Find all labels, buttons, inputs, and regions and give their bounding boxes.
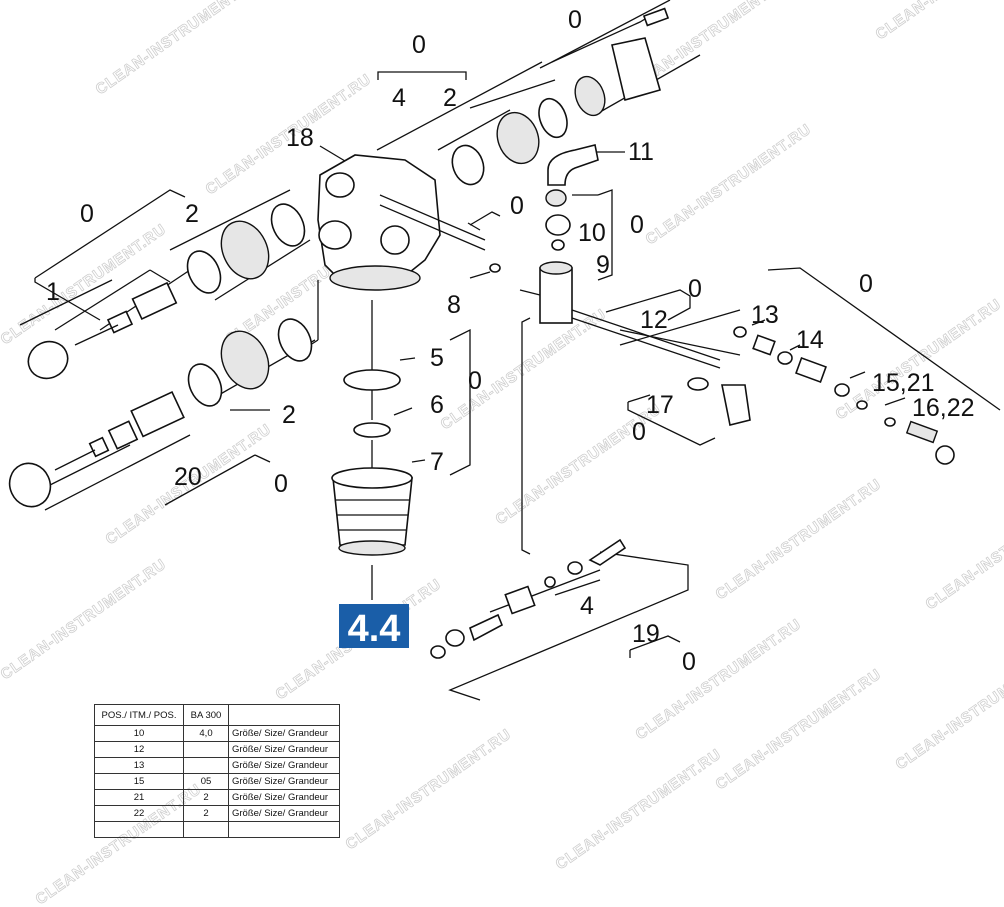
seal-stack-lower (187, 318, 313, 407)
callout-13: 13 (751, 301, 779, 329)
section-badge[interactable]: 4.4 (339, 604, 409, 650)
pump-housing-part (317, 154, 486, 291)
callout-10: 10 (578, 219, 606, 247)
watermark: CLEAN-INSTRUMENT.RU (0, 556, 170, 684)
section-badge-label: 4.4 (348, 608, 401, 650)
callout-20: 20 (174, 463, 202, 491)
callout-9: 9 (596, 251, 610, 279)
table-cell: Größe/ Size/ Grandeur (228, 725, 340, 742)
table-row: 10 4,0 Größe/ Size/ Grandeur (94, 725, 340, 742)
callout-6: 6 (430, 391, 444, 419)
table-cell: Größe/ Size/ Grandeur (228, 741, 340, 758)
table-cell: 21 (94, 789, 184, 806)
table-row: 12 Größe/ Size/ Grandeur (94, 741, 340, 758)
watermark: CLEAN-INSTRUMENT.RU (93, 0, 265, 98)
table-cell: 10 (94, 725, 184, 742)
callout-16-22: 16,22 (912, 394, 975, 422)
table-cell: Größe/ Size/ Grandeur (228, 789, 340, 806)
watermark: CLEAN-INSTRUMENT.RU (553, 746, 725, 874)
callout-4-bottom: 4 (580, 592, 594, 620)
callout-0-right-pipe: 0 (688, 275, 702, 303)
elbow-fitting-part (545, 144, 599, 251)
table-row: 13 Größe/ Size/ Grandeur (94, 757, 340, 774)
callout-5: 5 (430, 344, 444, 372)
table-row: 21 2 Größe/ Size/ Grandeur (94, 789, 340, 806)
table-cell (183, 821, 229, 838)
callout-1: 1 (46, 278, 60, 306)
table-cell: 15 (94, 773, 184, 790)
callout-0-mid2: 0 (468, 367, 482, 395)
callout-11: 11 (628, 138, 654, 166)
parts (8, 7, 955, 659)
o-ring-6-part (353, 422, 391, 438)
watermark: CLEAN-INSTRUMENT.RU (893, 646, 1004, 774)
t-fitting-part (489, 261, 721, 369)
table-header: BA 300 (183, 704, 229, 726)
table-cell: Größe/ Size/ Grandeur (228, 773, 340, 790)
table-row: 22 2 Größe/ Size/ Grandeur (94, 805, 340, 822)
piston-20-part (8, 390, 185, 508)
callout-0-mid: 0 (510, 192, 524, 220)
callout-0-ten: 0 (630, 211, 644, 239)
seal-ring-top (451, 97, 568, 186)
watermark: CLEAN-INSTRUMENT.RU (873, 0, 1004, 43)
callout-7: 7 (430, 448, 444, 476)
callout-19: 19 (632, 620, 660, 648)
table-cell: 12 (94, 741, 184, 758)
callout-8: 8 (447, 291, 461, 319)
callout-18: 18 (286, 124, 314, 152)
table-header: POS./ ITM./ POS. (94, 704, 184, 726)
watermark: CLEAN-INSTRUMENT.RU (713, 476, 885, 604)
table-cell (94, 821, 184, 838)
table-cell: 2 (183, 805, 229, 822)
callout-0-seventeen: 0 (632, 418, 646, 446)
table-cell: 13 (94, 757, 184, 774)
callout-0-top-right: 0 (568, 6, 582, 34)
filter-7-part (331, 467, 413, 556)
table-row: 15 05 Größe/ Size/ Grandeur (94, 773, 340, 790)
parts-size-table: POS./ ITM./ POS. BA 300 10 4,0 Größe/ Si… (94, 704, 340, 838)
callout-4-top: 4 (392, 84, 406, 112)
callout-17: 17 (646, 391, 674, 419)
watermark: CLEAN-INSTRUMENT.RU (713, 666, 885, 794)
table-row (94, 821, 340, 838)
watermark: CLEAN-INSTRUMENT.RU (343, 726, 515, 854)
table-header (228, 704, 340, 726)
watermark: CLEAN-INSTRUMENT.RU (643, 121, 815, 249)
fitting-parts-right (733, 326, 955, 465)
callout-0-bottom: 0 (682, 648, 696, 676)
table-cell: Größe/ Size/ Grandeur (228, 757, 340, 774)
table-cell (228, 821, 340, 838)
watermark: CLEAN-INSTRUMENT.RU (923, 486, 1004, 614)
callout-15-21: 15,21 (872, 369, 935, 397)
callout-labels: 0 0 4 2 18 11 0 2 0 10 0 1 9 8 0 12 0 13… (46, 6, 975, 676)
o-ring-5-part (343, 369, 401, 391)
bracket-17-part (687, 377, 751, 426)
table-cell (183, 741, 229, 758)
watermark: CLEAN-INSTRUMENT.RU (438, 306, 610, 434)
callout-12: 12 (640, 306, 668, 334)
table-header-row: POS./ ITM./ POS. BA 300 (94, 704, 340, 726)
callout-2-bottom: 2 (282, 401, 296, 429)
leader-lines (19, 0, 1001, 701)
table-cell: 4,0 (183, 725, 229, 742)
callout-2-left: 2 (185, 200, 199, 228)
callout-14: 14 (796, 326, 824, 354)
callout-0-top: 0 (412, 31, 426, 59)
seal-stack-upper (186, 203, 306, 294)
cover-plate-part (574, 7, 670, 117)
callout-2-top: 2 (443, 84, 457, 112)
callout-0-bottom-left: 0 (274, 470, 288, 498)
table-cell (183, 757, 229, 774)
callout-0-far-right: 0 (859, 270, 873, 298)
callout-0-left: 0 (80, 200, 94, 228)
table-cell: 05 (183, 773, 229, 790)
table-cell: 22 (94, 805, 184, 822)
piston-part (27, 281, 178, 380)
watermark: CLEAN-INSTRUMENT.RU (0, 221, 170, 349)
valve-assembly-part (430, 538, 627, 659)
table-cell: Größe/ Size/ Grandeur (228, 805, 340, 822)
table-cell: 2 (183, 789, 229, 806)
